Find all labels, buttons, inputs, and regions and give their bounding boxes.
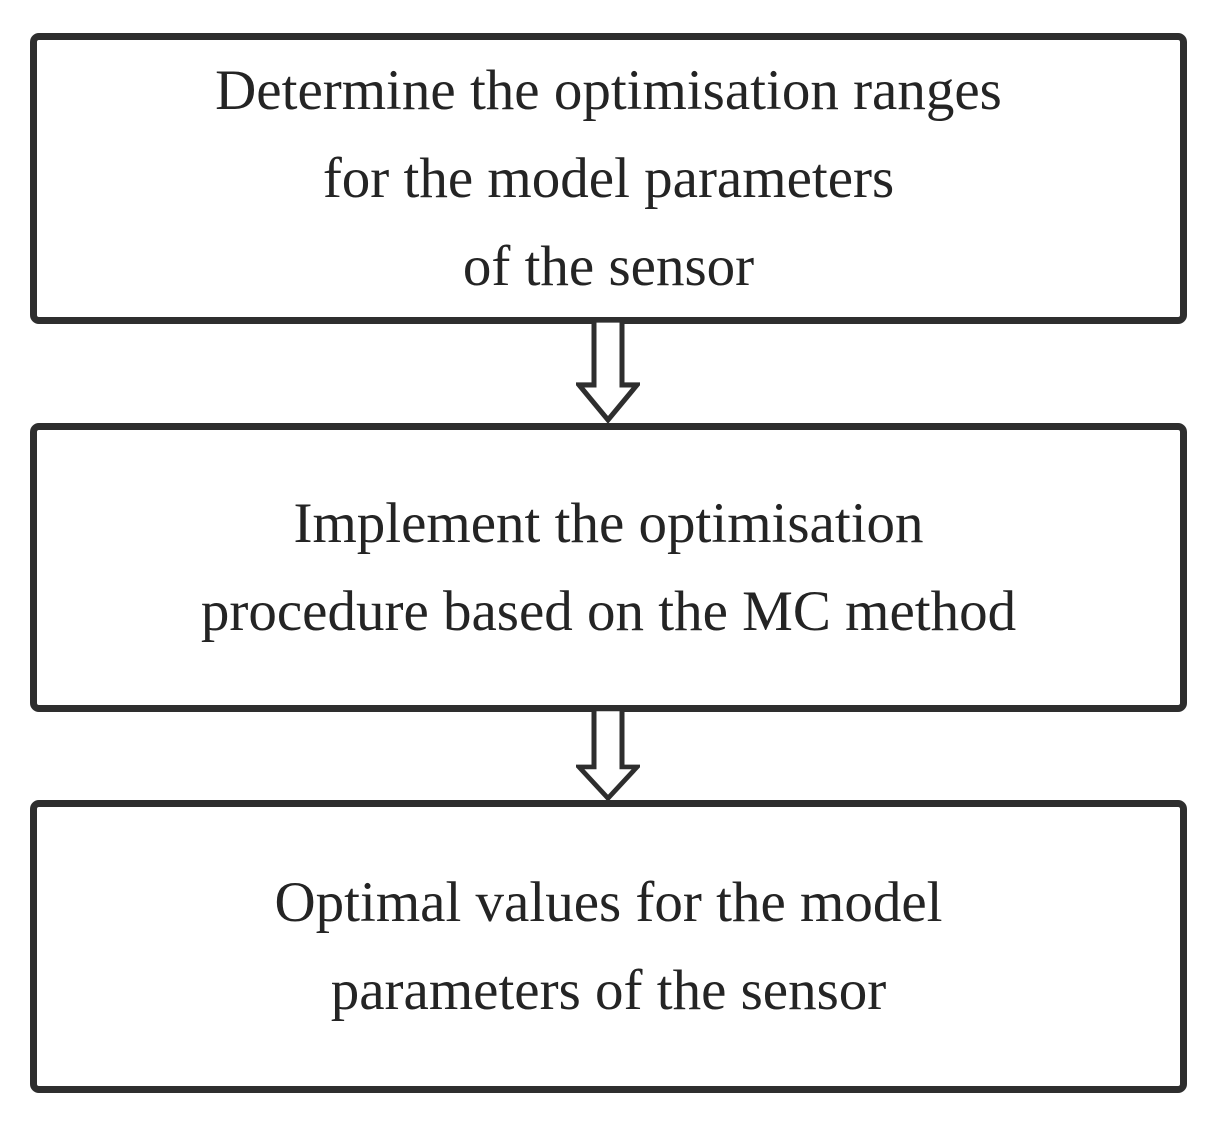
flow-step-text-line: Optimal values for the model (274, 870, 943, 934)
flow-step-determine-ranges: Determine the optimisation ranges for th… (30, 33, 1187, 324)
flow-step-text-line: parameters of the sensor (330, 958, 887, 1022)
flow-step-text-line: of the sensor (462, 234, 755, 298)
flow-step-optimal-values: Optimal values for the model parameters … (30, 800, 1187, 1093)
down-arrow-icon (576, 320, 640, 423)
down-arrow-icon (576, 709, 640, 801)
flow-step-text-line: procedure based on the MC method (200, 579, 1017, 643)
flow-step-text-line: Determine the optimisation ranges (215, 58, 1002, 122)
flow-step-text-line: Implement the optimisation (293, 491, 924, 555)
flow-step-implement-procedure: Implement the optimisation procedure bas… (30, 423, 1187, 712)
flow-step-text-line: for the model parameters (322, 146, 895, 210)
